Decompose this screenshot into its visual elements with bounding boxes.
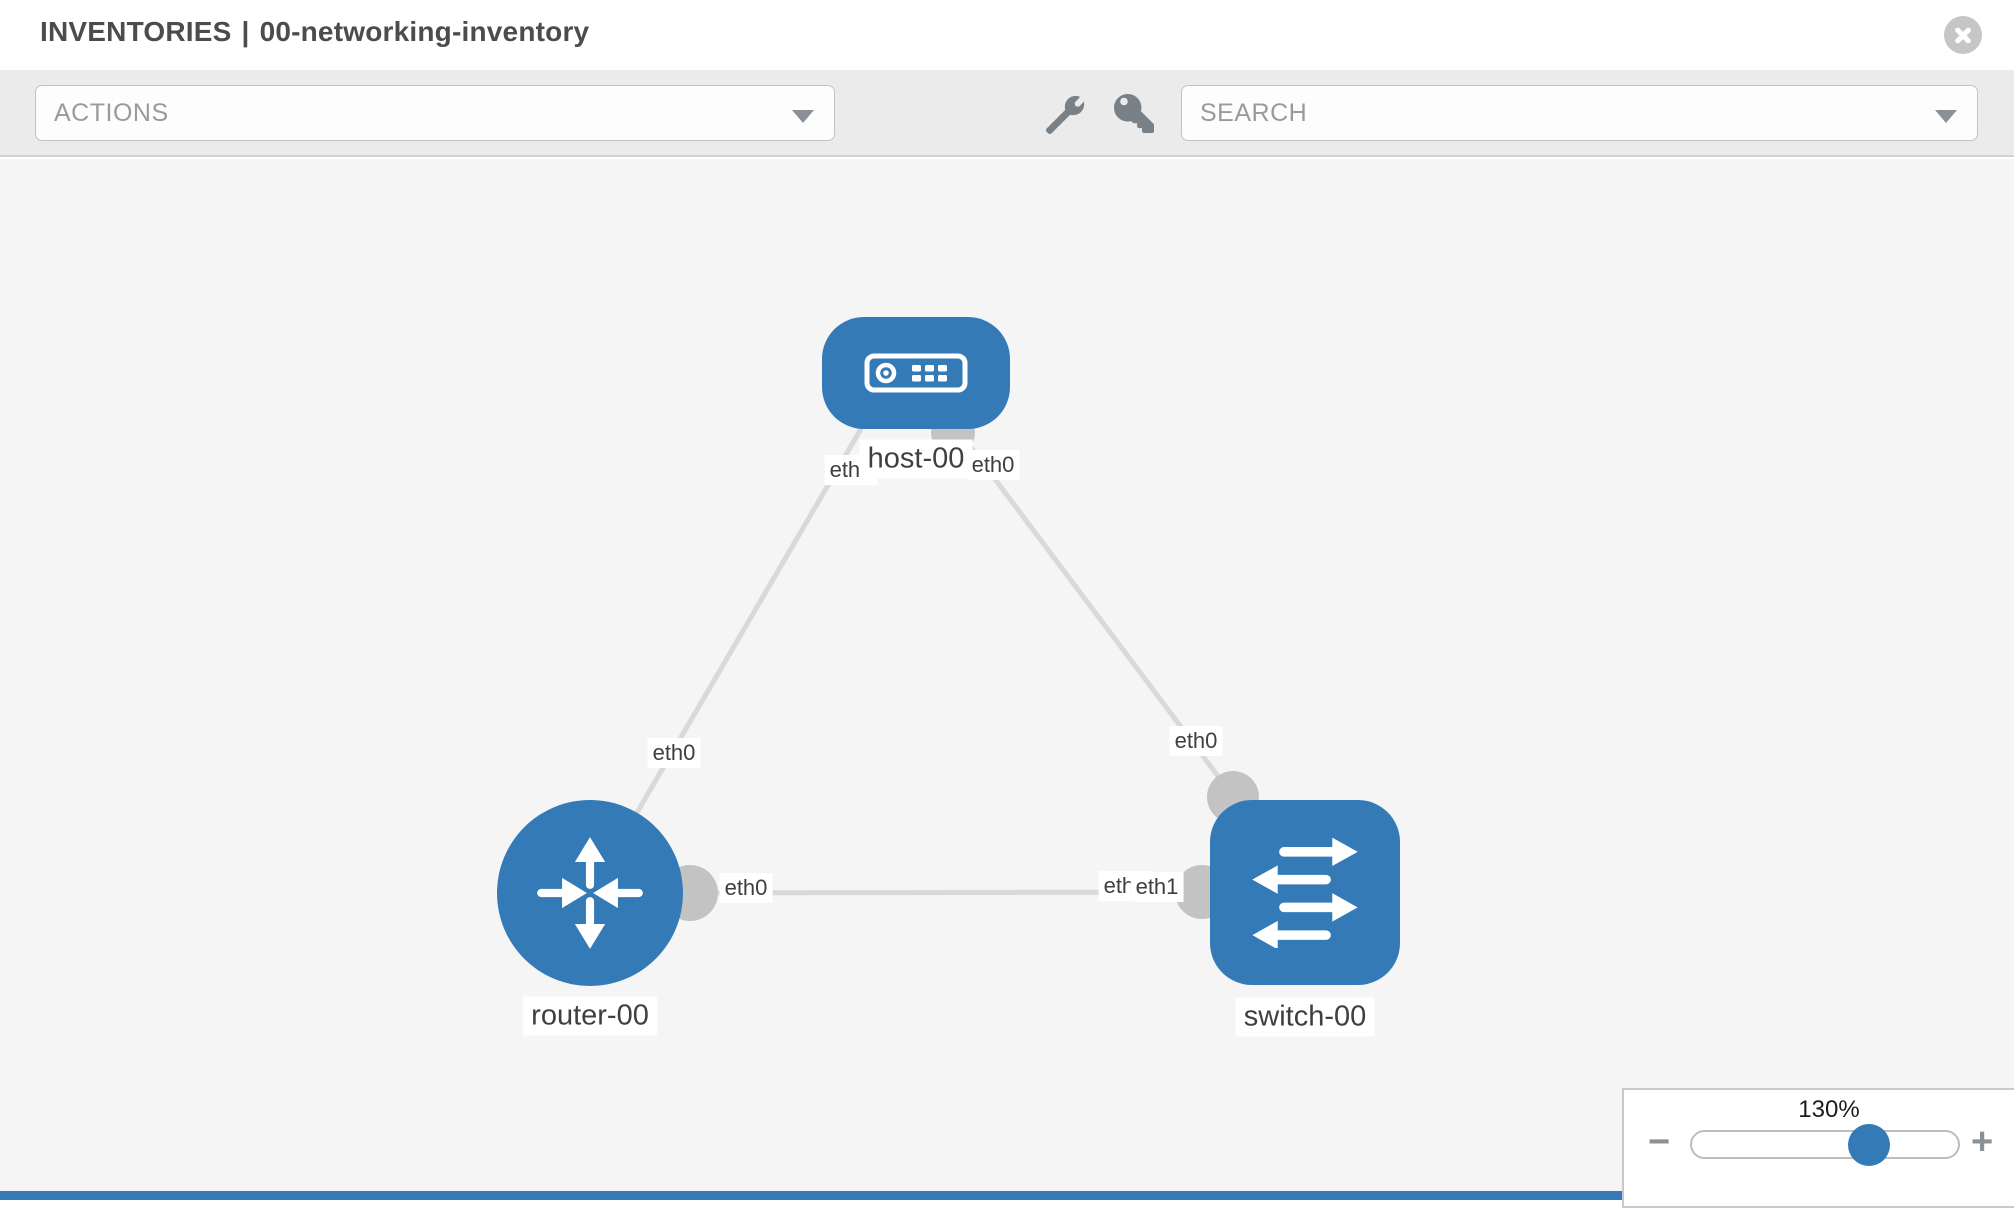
search-dropdown[interactable]: SEARCH <box>1181 85 1978 141</box>
actions-dropdown[interactable]: ACTIONS <box>35 85 835 141</box>
node-label-switch: switch-00 <box>1235 997 1375 1037</box>
node-router-00[interactable] <box>497 800 683 986</box>
caret-down-icon <box>1935 110 1957 123</box>
search-dropdown-label: SEARCH <box>1200 98 1308 127</box>
actions-dropdown-label: ACTIONS <box>54 98 169 127</box>
host-icon <box>864 353 968 393</box>
node-label-router: router-00 <box>523 996 657 1036</box>
interface-label: eth0 <box>647 738 701 768</box>
interface-label: eth0 <box>966 450 1020 480</box>
toolbar: ACTIONS SEARCH <box>0 70 2014 157</box>
node-label-host: host-00 <box>859 439 973 479</box>
caret-down-icon <box>792 110 814 123</box>
interface-label: eth0 <box>719 873 773 903</box>
zoom-level: 130% <box>1798 1096 1860 1123</box>
wrench-button[interactable] <box>1046 94 1086 134</box>
topology-canvas[interactable]: eth0 eth0 eth0 eth0 eth0 eth1 eth1 host-… <box>0 159 2014 1200</box>
zoom-in-button[interactable]: + <box>1971 1121 1994 1163</box>
key-icon <box>1114 94 1154 134</box>
topology-edges <box>587 372 1307 921</box>
key-button[interactable] <box>1114 94 1154 134</box>
inventory-name: 00-networking-inventory <box>259 16 590 47</box>
zoom-panel: 130% − + <box>1622 1088 2014 1208</box>
header: INVENTORIES | 00-networking-inventory <box>0 0 2014 70</box>
bottom-accent-bar <box>0 1191 1622 1200</box>
node-switch-00[interactable] <box>1210 800 1400 985</box>
breadcrumb-section: INVENTORIES <box>40 16 232 47</box>
zoom-out-button[interactable]: − <box>1648 1121 1671 1163</box>
router-icon <box>537 837 643 949</box>
node-host-00[interactable] <box>822 317 1010 429</box>
breadcrumb-separator: | <box>241 16 250 47</box>
wrench-icon <box>1046 95 1086 134</box>
page-title: INVENTORIES | 00-networking-inventory <box>40 16 589 48</box>
close-button[interactable] <box>1944 16 1982 54</box>
zoom-slider-thumb[interactable] <box>1848 1124 1890 1166</box>
interface-label: eth1 <box>1130 872 1184 902</box>
switch-icon <box>1252 837 1358 948</box>
interface-label: eth0 <box>1169 726 1223 756</box>
zoom-slider[interactable] <box>1690 1124 1960 1166</box>
